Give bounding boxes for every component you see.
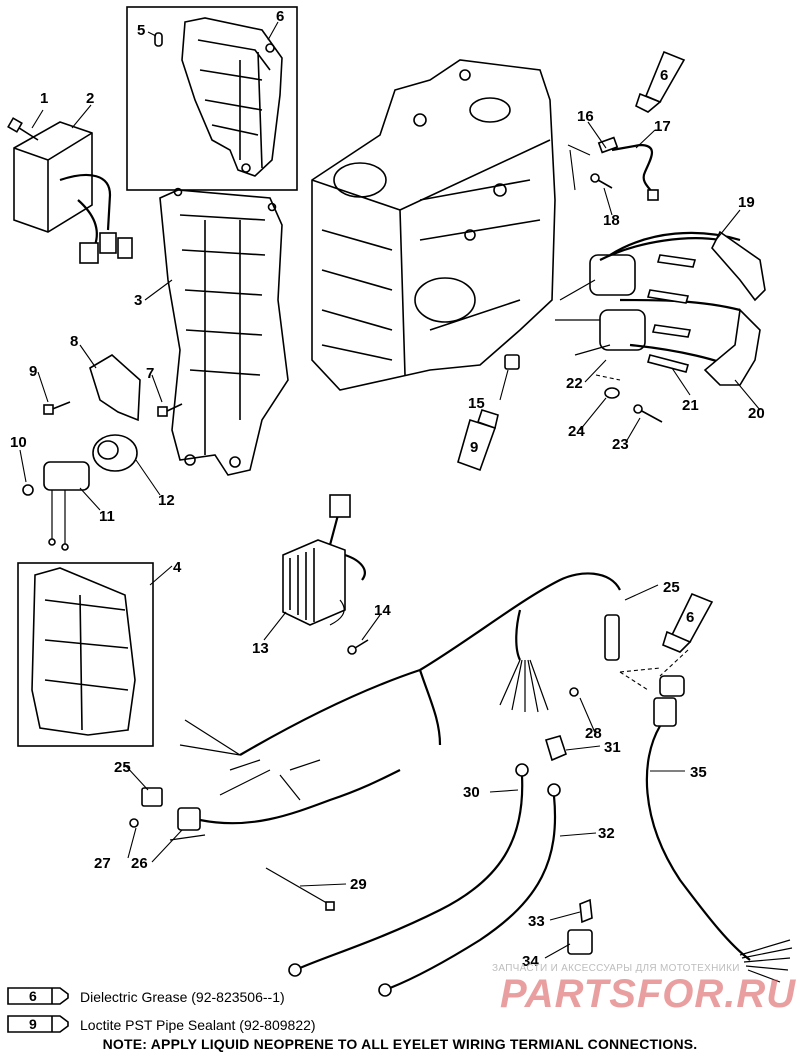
part-12-coil	[92, 434, 138, 472]
part-15-sensor	[504, 354, 520, 370]
leader-lines	[19, 21, 761, 959]
callout-12: 12	[158, 492, 175, 509]
part-7-screw	[157, 403, 183, 417]
callout-23: 23	[612, 436, 629, 453]
callout-19: 19	[738, 194, 755, 211]
part-18-screw	[590, 173, 613, 189]
callout-16: 16	[577, 108, 594, 125]
part-11-switch	[43, 461, 90, 551]
part-24-washer	[604, 387, 620, 399]
part-5-pin	[154, 32, 163, 47]
callout-2: 2	[86, 90, 94, 107]
part-33-clip	[579, 898, 593, 924]
part-17-sensor	[597, 136, 659, 201]
part-21-spark-plug	[646, 254, 697, 373]
part-6-bracket	[181, 17, 283, 177]
tube-label: 9	[470, 439, 478, 456]
part-14-screw	[347, 639, 369, 655]
part-3-bracket	[159, 187, 289, 476]
callout-3: 3	[134, 292, 142, 309]
callout-25-connector: 25	[114, 759, 131, 776]
callout-14: 14	[374, 602, 391, 619]
callout-17: 17	[654, 118, 671, 135]
callout-7: 7	[146, 365, 154, 382]
callout-34: 34	[522, 953, 539, 970]
callout-33: 33	[528, 913, 545, 930]
legend-grease-text: Dielectric Grease (92-823506--1)	[80, 989, 285, 1005]
callout-31: 31	[604, 739, 621, 756]
callout-6: 6	[276, 8, 284, 25]
callout-5: 5	[137, 22, 145, 39]
callout-32: 32	[598, 825, 615, 842]
watermark-caption: ЗАПЧАСТИ И АКСЕССУАРЫ ДЛЯ МОТОТЕХНИКИ	[492, 963, 740, 974]
part-30-cable	[288, 763, 529, 977]
part-20-plug-wire	[703, 308, 761, 386]
ignition-coils	[555, 231, 741, 371]
callout-8: 8	[70, 333, 78, 350]
legend-grease: 6 Dielectric Grease (92-823506--1)	[7, 987, 285, 1005]
callout-18: 18	[603, 212, 620, 229]
callout-9: 9	[29, 363, 37, 380]
inset-box-top	[126, 6, 298, 191]
part-4-bracket	[31, 567, 136, 736]
tube-6-top: 6	[635, 50, 686, 113]
tube-label: 6	[686, 609, 694, 626]
part-25-connector-small	[141, 787, 163, 807]
callout-20: 20	[748, 405, 765, 422]
legend-sealant-text: Loctite PST Pipe Sealant (92-809822)	[80, 1017, 316, 1033]
callout-28: 28	[585, 725, 602, 742]
part-1-screw	[7, 117, 39, 141]
inset-box-bottom	[17, 562, 154, 747]
callout-30: 30	[463, 784, 480, 801]
callout-numbers: 1 2 3 4 5 6 7 8 9 10 11 12 13 14 15 16 1…	[10, 8, 765, 970]
part-26-connector	[177, 807, 201, 831]
callout-22: 22	[566, 375, 583, 392]
part-13-regulator	[282, 494, 366, 626]
part-28-screw	[569, 687, 579, 697]
tube-label: 6	[660, 67, 668, 84]
legend-grease-number: 6	[29, 988, 37, 1004]
part-25-harness	[169, 572, 621, 841]
legend-sealant-number: 9	[29, 1016, 37, 1032]
callout-25-harness: 25	[663, 579, 680, 596]
tube-6-bottom: 6	[662, 592, 714, 653]
callout-26: 26	[131, 855, 148, 872]
callout-10: 10	[10, 434, 27, 451]
callout-13: 13	[252, 640, 269, 657]
callout-1: 1	[40, 90, 48, 107]
watermark-logo: PARTSFOR.RU	[500, 972, 797, 1016]
engine-block	[311, 59, 556, 391]
legend-sealant: 9 Loctite PST Pipe Sealant (92-809822)	[7, 1015, 316, 1033]
part-8-clip	[89, 354, 141, 422]
part-10-nut	[22, 484, 34, 496]
part-9-screw	[43, 401, 71, 415]
callout-15: 15	[468, 395, 485, 412]
footer-note: NOTE: APPLY LIQUID NEOPRENE TO ALL EYELE…	[102, 1036, 698, 1052]
callout-24: 24	[568, 423, 585, 440]
part-23-screw	[633, 404, 663, 423]
callout-11: 11	[99, 508, 115, 525]
part-27-screw	[129, 818, 139, 828]
part-29-cable-tie	[265, 867, 335, 911]
callout-27: 27	[94, 855, 111, 872]
part-35-harness	[645, 675, 793, 983]
part-2-module	[13, 121, 133, 264]
part-32-cable	[378, 783, 561, 997]
part-34-connector	[567, 929, 593, 955]
callout-35: 35	[690, 764, 707, 781]
part-31-boot	[545, 735, 567, 762]
callout-29: 29	[350, 876, 367, 893]
callout-21: 21	[682, 397, 699, 414]
part-19-plug-wire	[711, 230, 766, 302]
callout-4: 4	[173, 559, 182, 576]
tube-9: 9	[457, 409, 499, 472]
